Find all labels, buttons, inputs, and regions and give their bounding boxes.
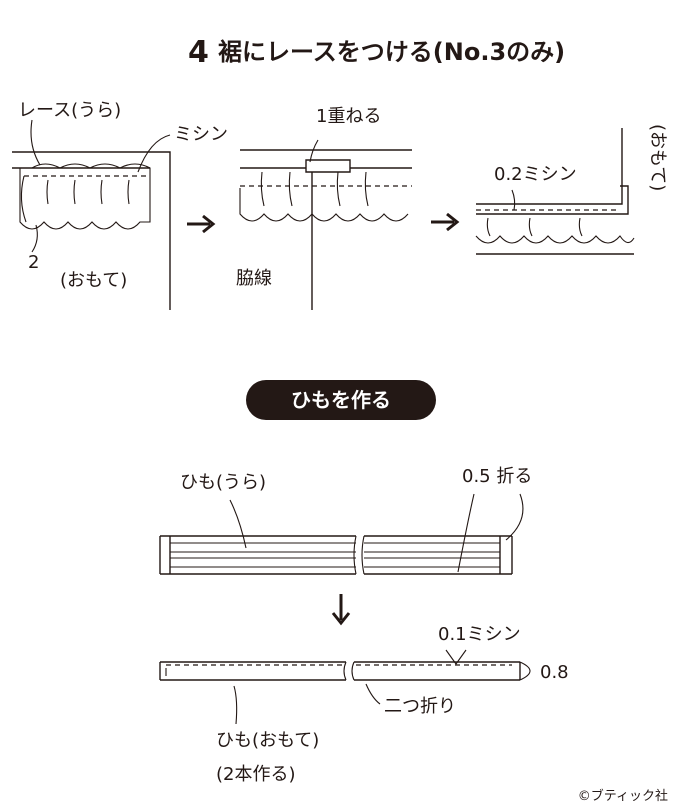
leader-front: [233, 685, 238, 725]
string-fold-label: 0.5 折る: [462, 466, 532, 487]
lace-panel-3: 0.2ミシン (おもて): [475, 124, 668, 255]
string-edges-right: [354, 661, 520, 681]
hem-fold: [476, 185, 629, 215]
gather-marks: [260, 171, 369, 207]
front-label: (おもて): [60, 270, 127, 291]
gather-marks: [46, 179, 130, 205]
leader-sewing: [137, 134, 171, 173]
heading: 4 裾にレースをつける(No.3のみ): [188, 35, 565, 70]
fold-lines-left: [170, 542, 356, 568]
sewing-label: ミシン: [174, 124, 228, 145]
string-dimension-label: 0.8: [540, 662, 569, 683]
leader-fold: [365, 683, 381, 705]
arrow-right-1: [187, 214, 216, 234]
leader-overlap: [309, 139, 319, 163]
sewing-label: 0.2ミシン: [494, 164, 577, 185]
lace-panel-2: 1重ねる 脇線: [236, 106, 412, 310]
string-count-label: (2本作る): [216, 764, 296, 785]
string-sewing-label: 0.1ミシン: [438, 624, 521, 645]
string-edges-left: [160, 661, 346, 681]
string-left-end: [159, 536, 171, 574]
fabric-outline: [12, 151, 171, 310]
lace-panel-1: レース(うら) ミシン 2 (おもて): [12, 100, 228, 310]
string-fold-label: 二つ折り: [384, 696, 456, 717]
side-seam-label: 脇線: [236, 268, 272, 289]
string-top: ひも(うら) 0.5 折る: [159, 466, 532, 575]
fabric-outline: [476, 128, 623, 205]
dimension-bracket: [519, 661, 531, 681]
section-pill: ひもを作る: [246, 380, 436, 420]
dimension-label: 2: [28, 252, 39, 273]
lace-piece: [239, 188, 409, 222]
arrow-right-2: [431, 212, 460, 232]
arrow-down: [331, 594, 351, 626]
leader-sewing: [445, 649, 467, 665]
break-marks: [353, 535, 365, 575]
leader-sewing: [511, 189, 516, 211]
leader-lace-back: [30, 119, 41, 166]
leader-fold: [457, 493, 524, 573]
step-number: 4: [188, 35, 209, 70]
page-title: 裾にレースをつける(No.3のみ): [218, 38, 565, 66]
front-label: (おもて): [647, 124, 668, 191]
leader-back: [229, 499, 247, 549]
string-right-end: [499, 536, 513, 574]
overlap-label: 1重ねる: [316, 106, 381, 127]
string-back-label: ひも(うら): [180, 472, 266, 493]
gather-marks: [486, 217, 583, 237]
lace-back-label: レース(うら): [18, 100, 121, 121]
string-front-label: ひも(おもて): [216, 730, 319, 751]
section-pill-label: ひもを作る: [291, 388, 391, 412]
leader-dimension: [20, 175, 38, 253]
string-bottom: 0.1ミシン 0.8 二つ折り ひも(おもて) (2本作る): [159, 624, 569, 785]
break-marks: [343, 661, 355, 681]
lace-piece: [19, 163, 151, 230]
lace-edge: [475, 235, 635, 244]
credit: ©ブティック社: [578, 788, 668, 804]
overlap-fold: [305, 159, 351, 173]
fold-lines-right: [364, 542, 500, 568]
